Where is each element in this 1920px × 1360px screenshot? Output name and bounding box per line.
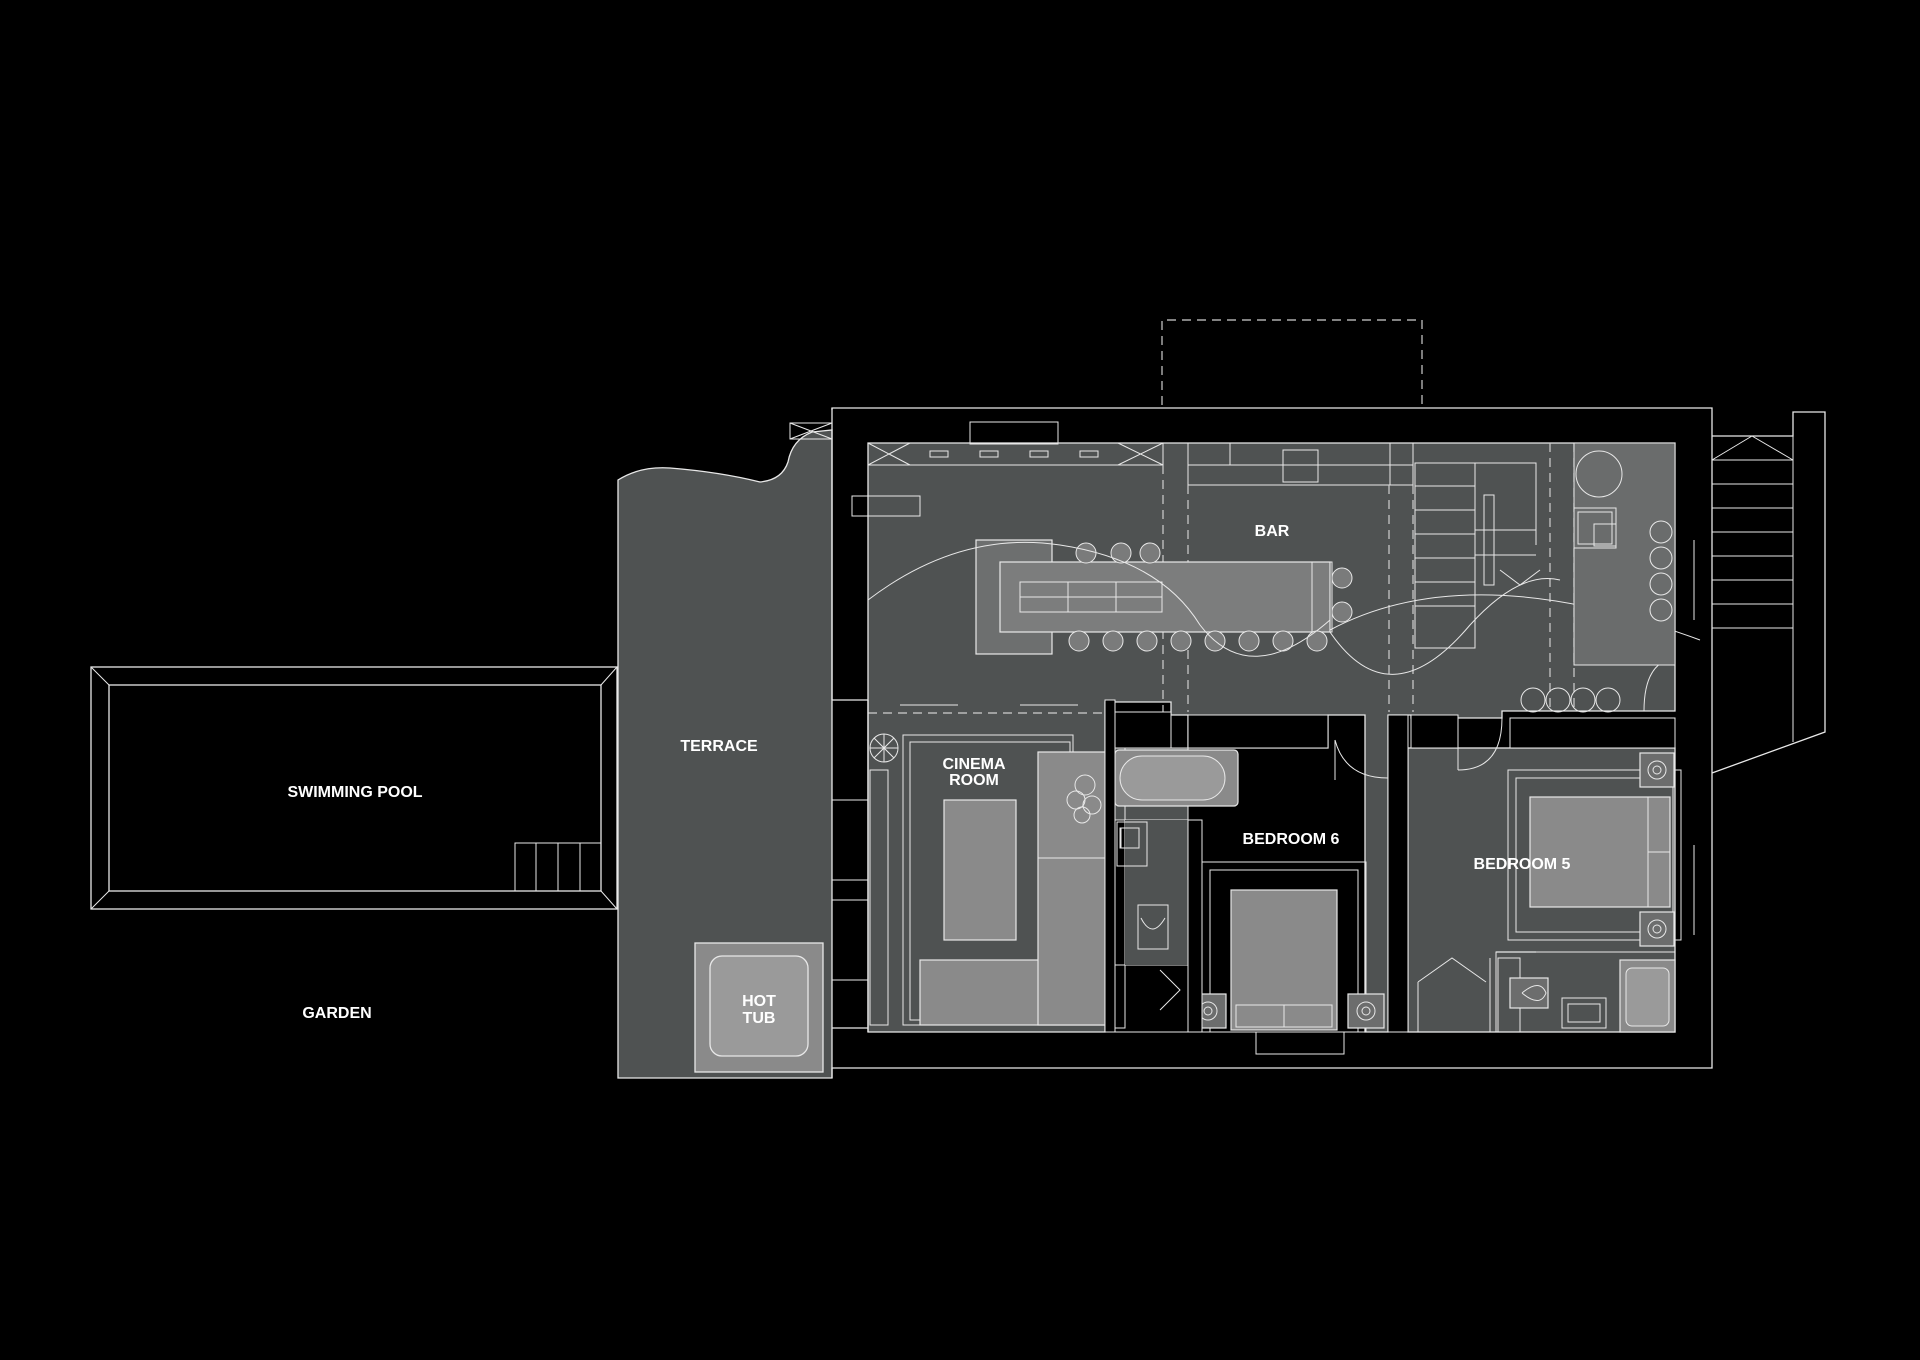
- label-hot-tub-line2: TUB: [743, 1010, 776, 1027]
- upper-projection: [1161, 319, 1423, 405]
- label-bar: BAR: [1255, 523, 1290, 540]
- terrace-planter: [789, 422, 833, 440]
- bar-stool: [1170, 630, 1192, 652]
- bedroom-6: [1189, 739, 1389, 1033]
- bar-stool: [1110, 542, 1132, 564]
- bar-stool: [1331, 567, 1353, 589]
- hot-tub: [694, 942, 824, 1073]
- label-terrace: TERRACE: [680, 738, 758, 755]
- bar-counter: [975, 539, 1333, 655]
- bar-stool: [1102, 630, 1124, 652]
- bathroom-5: [1495, 951, 1676, 1033]
- nightstand-lamp-icon: [1347, 993, 1385, 1029]
- bar-stools: [1068, 542, 1353, 652]
- bar-stool: [1136, 630, 1158, 652]
- bar-stool: [1139, 542, 1161, 564]
- nightstand-lamp-icon: [1639, 752, 1675, 788]
- swimming-pool: [90, 666, 618, 910]
- bar-stool: [1068, 630, 1090, 652]
- compass-icon: [869, 733, 899, 763]
- bar-stool: [1306, 630, 1328, 652]
- bar-stool: [1238, 630, 1260, 652]
- label-swimming-pool: SWIMMING POOL: [287, 784, 422, 801]
- pool-steps: [514, 842, 602, 892]
- wall-strips: [1104, 699, 1676, 1033]
- label-bedroom-6: BEDROOM 6: [1243, 831, 1340, 848]
- label-bedroom-5: BEDROOM 5: [1474, 856, 1571, 873]
- label-hot-tub-line1: HOT: [742, 993, 776, 1010]
- utility-room: [1520, 442, 1676, 713]
- bedroom-5: [1417, 717, 1682, 1032]
- label-cinema-room-line2: ROOM: [949, 772, 999, 789]
- label-garden: GARDEN: [302, 1005, 371, 1022]
- internal-stair: [1414, 462, 1541, 649]
- cinema-room: [869, 704, 1106, 1026]
- nightstand-lamp-icon: [1639, 911, 1675, 947]
- plant-icon: [1066, 774, 1102, 824]
- bar-stool: [1331, 601, 1353, 623]
- external-stair: [1711, 411, 1826, 774]
- bar-stool: [1075, 542, 1097, 564]
- bathroom-6: [1114, 749, 1239, 1033]
- label-cinema-room-line1: CINEMA: [942, 756, 1006, 773]
- top-cabinets: [851, 442, 1414, 517]
